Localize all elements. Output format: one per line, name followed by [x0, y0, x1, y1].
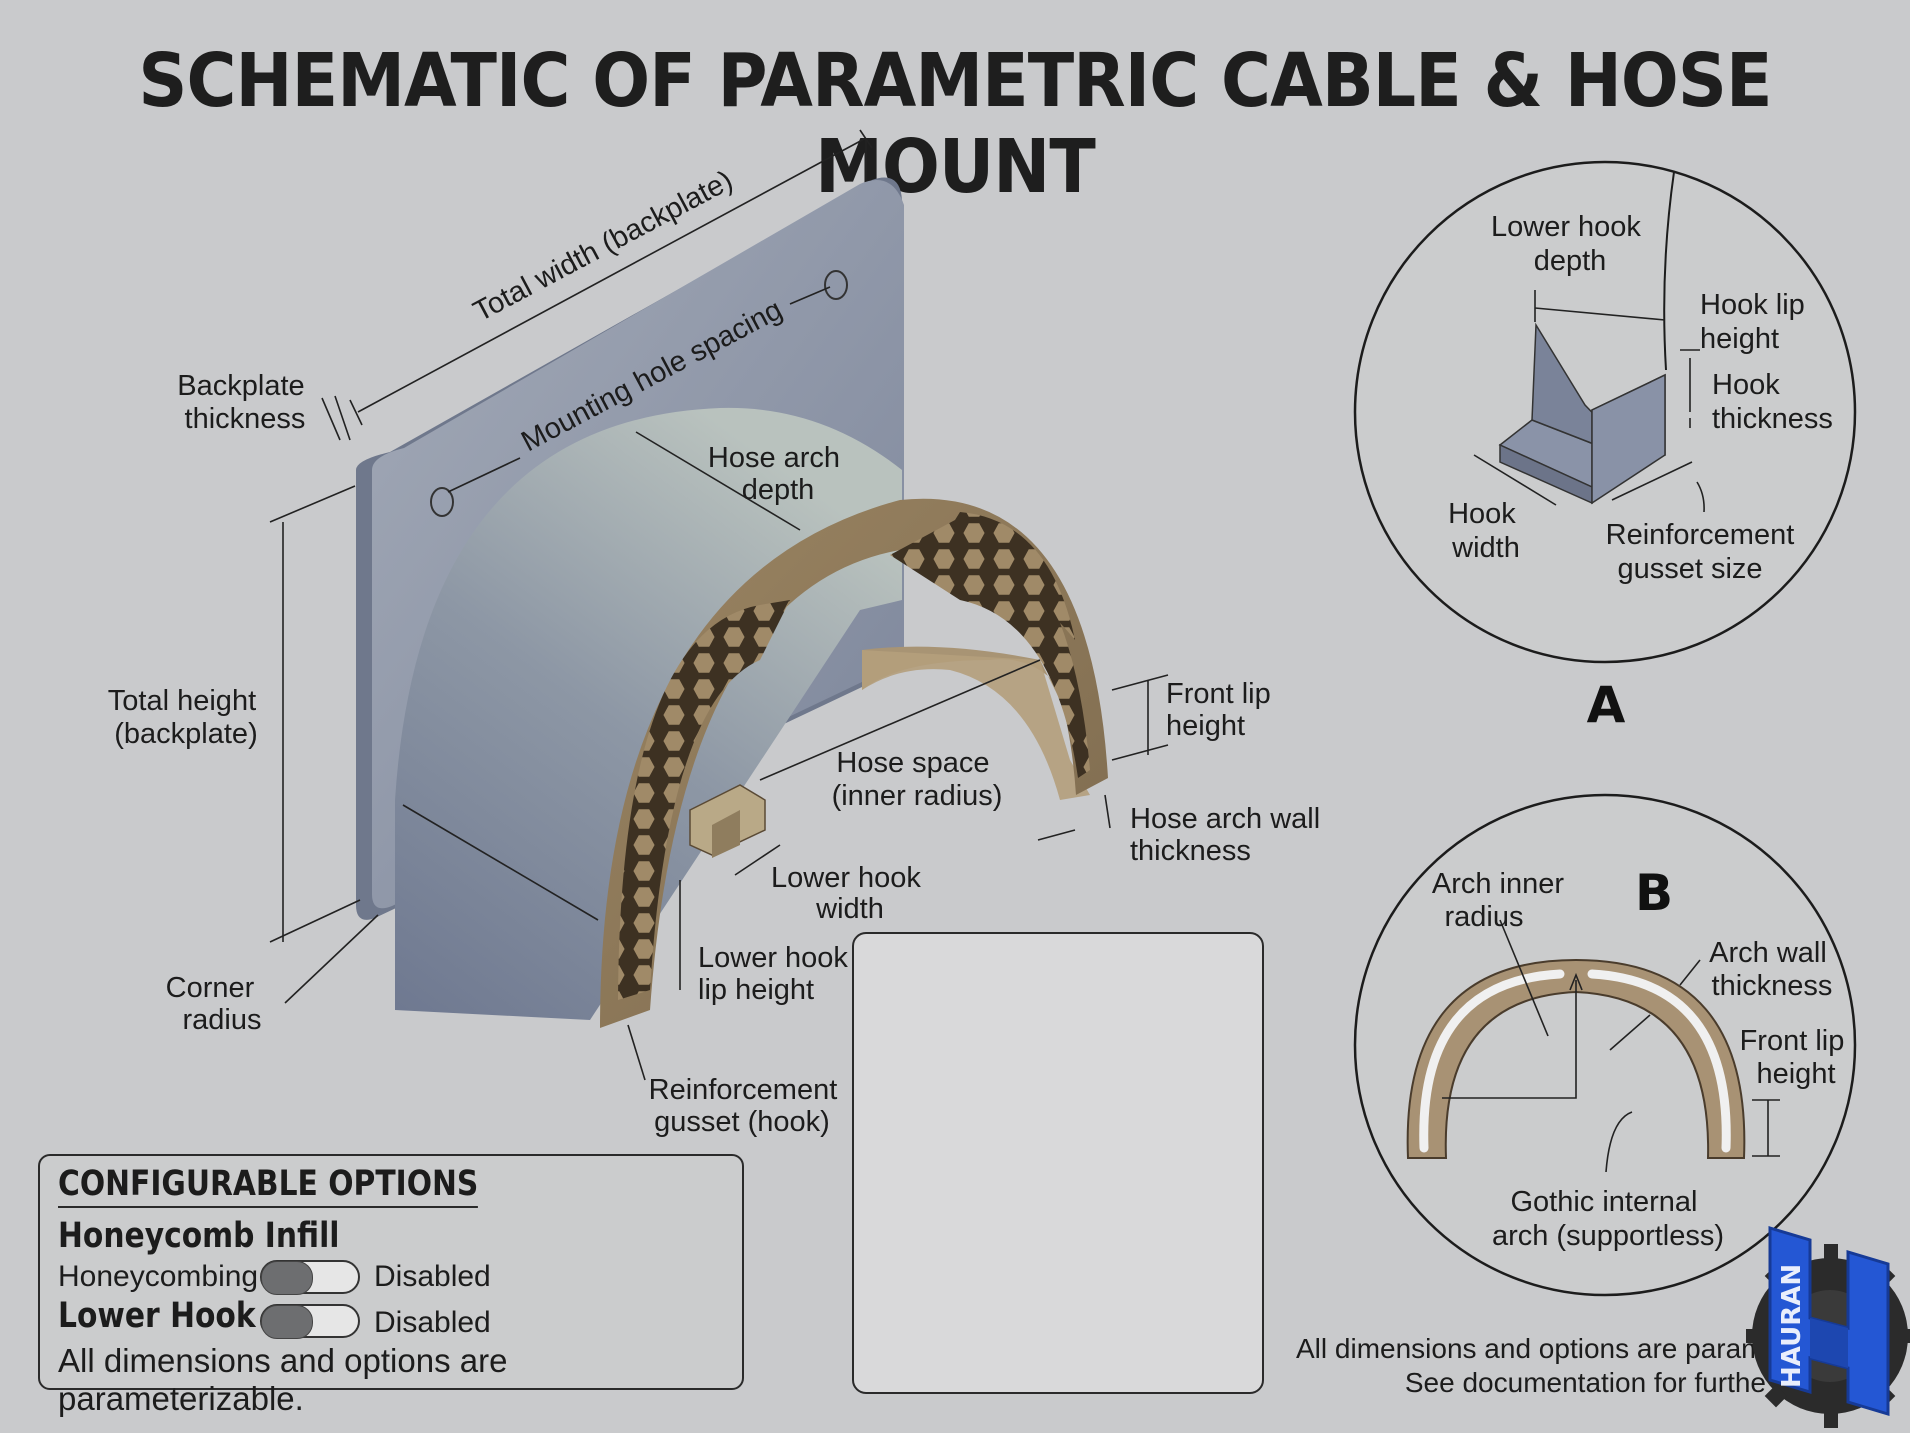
honeycombing-label: Honeycombing	[58, 1260, 259, 1293]
photo-frame	[852, 932, 1264, 1394]
mounting-hole-right	[824, 270, 848, 300]
hose-arch	[395, 407, 1108, 1028]
label-front-lip-height-b: Front lip height	[1740, 1025, 1853, 1090]
label-corner-radius: Corner radius	[166, 972, 263, 1036]
label-reinforcement-gusset-size: Reinforcement gusset size	[1606, 519, 1803, 585]
label-lower-hook-depth: Lower hook depth	[1491, 211, 1649, 277]
footer-note: All dimensions and options are parame Se…	[1296, 1332, 1766, 1400]
label-front-lip-height: Front lip height	[1166, 678, 1279, 742]
toggle-knob	[261, 1305, 313, 1339]
lower-hook-toggle[interactable]	[260, 1304, 360, 1339]
label-hook-thickness: Hook thickness	[1712, 369, 1833, 435]
detail-b-letter: B	[1635, 864, 1673, 922]
label-backplate-thickness: Backplate thickness	[177, 370, 312, 435]
lower-hook-title: Lower Hook	[58, 1296, 256, 1336]
detail-a-letter: A	[1587, 676, 1626, 734]
dimension-lines	[269, 129, 1169, 1081]
honeycombing-toggle[interactable]	[260, 1260, 360, 1295]
label-total-height: Total height (backplate)	[108, 685, 264, 750]
label-hose-arch-wall-thickness: Hose arch wall thickness	[1130, 803, 1328, 867]
lower-hook-state: Disabled	[374, 1306, 491, 1339]
configurable-options-panel: CONFIGURABLE OPTIONS Honeycomb Infill Ho…	[38, 1154, 744, 1417]
mounting-hole-left	[430, 487, 454, 517]
footer-line-1: All dimensions and options are parame	[1296, 1333, 1766, 1364]
honeycomb-infill-title: Honeycomb Infill	[58, 1216, 340, 1256]
footer-line-2: See documentation for furthe	[1404, 1367, 1766, 1398]
label-gothic-internal-arch: Gothic internal arch (supportless)	[1492, 1186, 1724, 1252]
label-arch-wall-thickness: Arch wall thickness	[1709, 937, 1835, 1002]
page-title: SCHEMATIC OF PARAMETRIC CABLE & HOSE MOU…	[138, 38, 1772, 210]
detail-b-circle	[1353, 793, 1857, 1297]
hauran-logo: HAURAN	[1746, 1225, 1910, 1428]
detail-a-circle	[1353, 160, 1857, 664]
label-hook-width: Hook width	[1448, 498, 1524, 564]
toggle-knob	[261, 1261, 313, 1295]
label-reinforcement-gusset-hook: Reinforcement gusset (hook)	[649, 1074, 846, 1138]
options-header: CONFIGURABLE OPTIONS	[58, 1164, 479, 1208]
label-hose-arch-depth: Hose arch depth	[708, 442, 848, 506]
label-hose-space: Hose space (inner radius)	[832, 747, 1003, 812]
options-note: All dimensions and options are parameter…	[58, 1342, 508, 1417]
label-arch-inner-radius: Arch inner radius	[1432, 868, 1572, 933]
h-letter-icon	[1768, 1225, 1890, 1417]
label-lower-hook-lip-height: Lower hook lip height	[698, 942, 856, 1006]
label-lower-hook-width: Lower hook width	[771, 862, 929, 925]
logo-text: HAURAN	[1777, 1264, 1807, 1388]
honeycombing-state: Disabled	[374, 1260, 491, 1293]
label-hook-lip-height: Hook lip height	[1700, 289, 1813, 355]
